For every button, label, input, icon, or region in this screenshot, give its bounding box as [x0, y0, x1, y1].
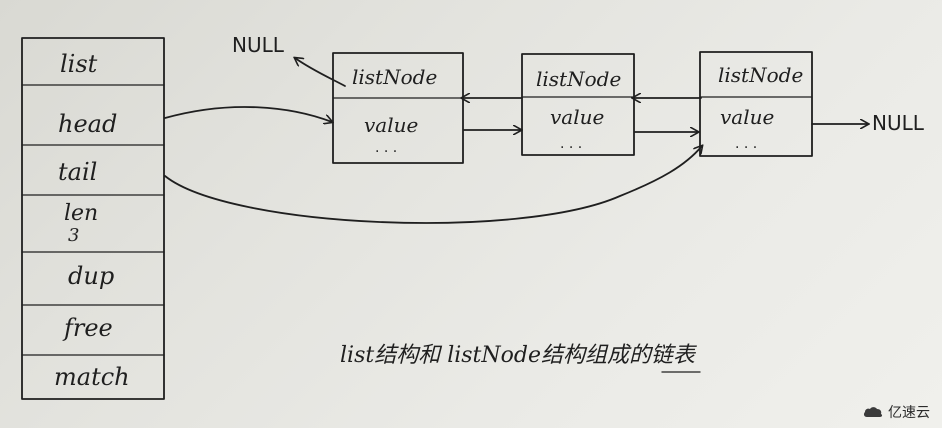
field-len: len — [64, 201, 98, 226]
watermark-text: 亿速云 — [888, 405, 930, 421]
cloud-logo-icon — [863, 407, 883, 417]
node-3-header: listNode — [718, 63, 803, 87]
field-match: match — [54, 363, 130, 391]
node-1-value: value — [364, 113, 418, 137]
field-dup: dup — [68, 262, 114, 290]
watermark: 亿速云 — [862, 402, 930, 422]
list-node-2: listNode value . . . — [521, 53, 635, 156]
field-head: head — [58, 110, 117, 138]
list-struct-table: list head tail len 3 dup free match — [21, 37, 165, 400]
node-2-value: value — [550, 105, 604, 129]
arrow-tail — [164, 146, 702, 224]
field-free: free — [62, 314, 113, 342]
node-1-header: listNode — [352, 65, 437, 89]
list-node-3: listNode value . . . — [699, 51, 813, 157]
node-3-ellipsis: . . . — [735, 136, 757, 152]
caption: list结构和 listNode结构组成的链表 — [340, 343, 697, 368]
arrow-head — [164, 106, 332, 122]
node-3-value: value — [720, 105, 774, 129]
field-tail: tail — [58, 158, 97, 186]
node-2-ellipsis: . . . — [560, 136, 582, 152]
list-node-1: listNode value . . . — [332, 52, 464, 164]
null-right-label: NULL — [872, 111, 925, 135]
node-2-header: listNode — [536, 67, 621, 91]
field-list: list — [60, 50, 98, 78]
node-1-ellipsis: . . . — [375, 140, 397, 156]
field-len-value: 3 — [68, 225, 79, 246]
null-left-label: NULL — [232, 33, 285, 57]
arrow-prev-null — [295, 58, 346, 87]
